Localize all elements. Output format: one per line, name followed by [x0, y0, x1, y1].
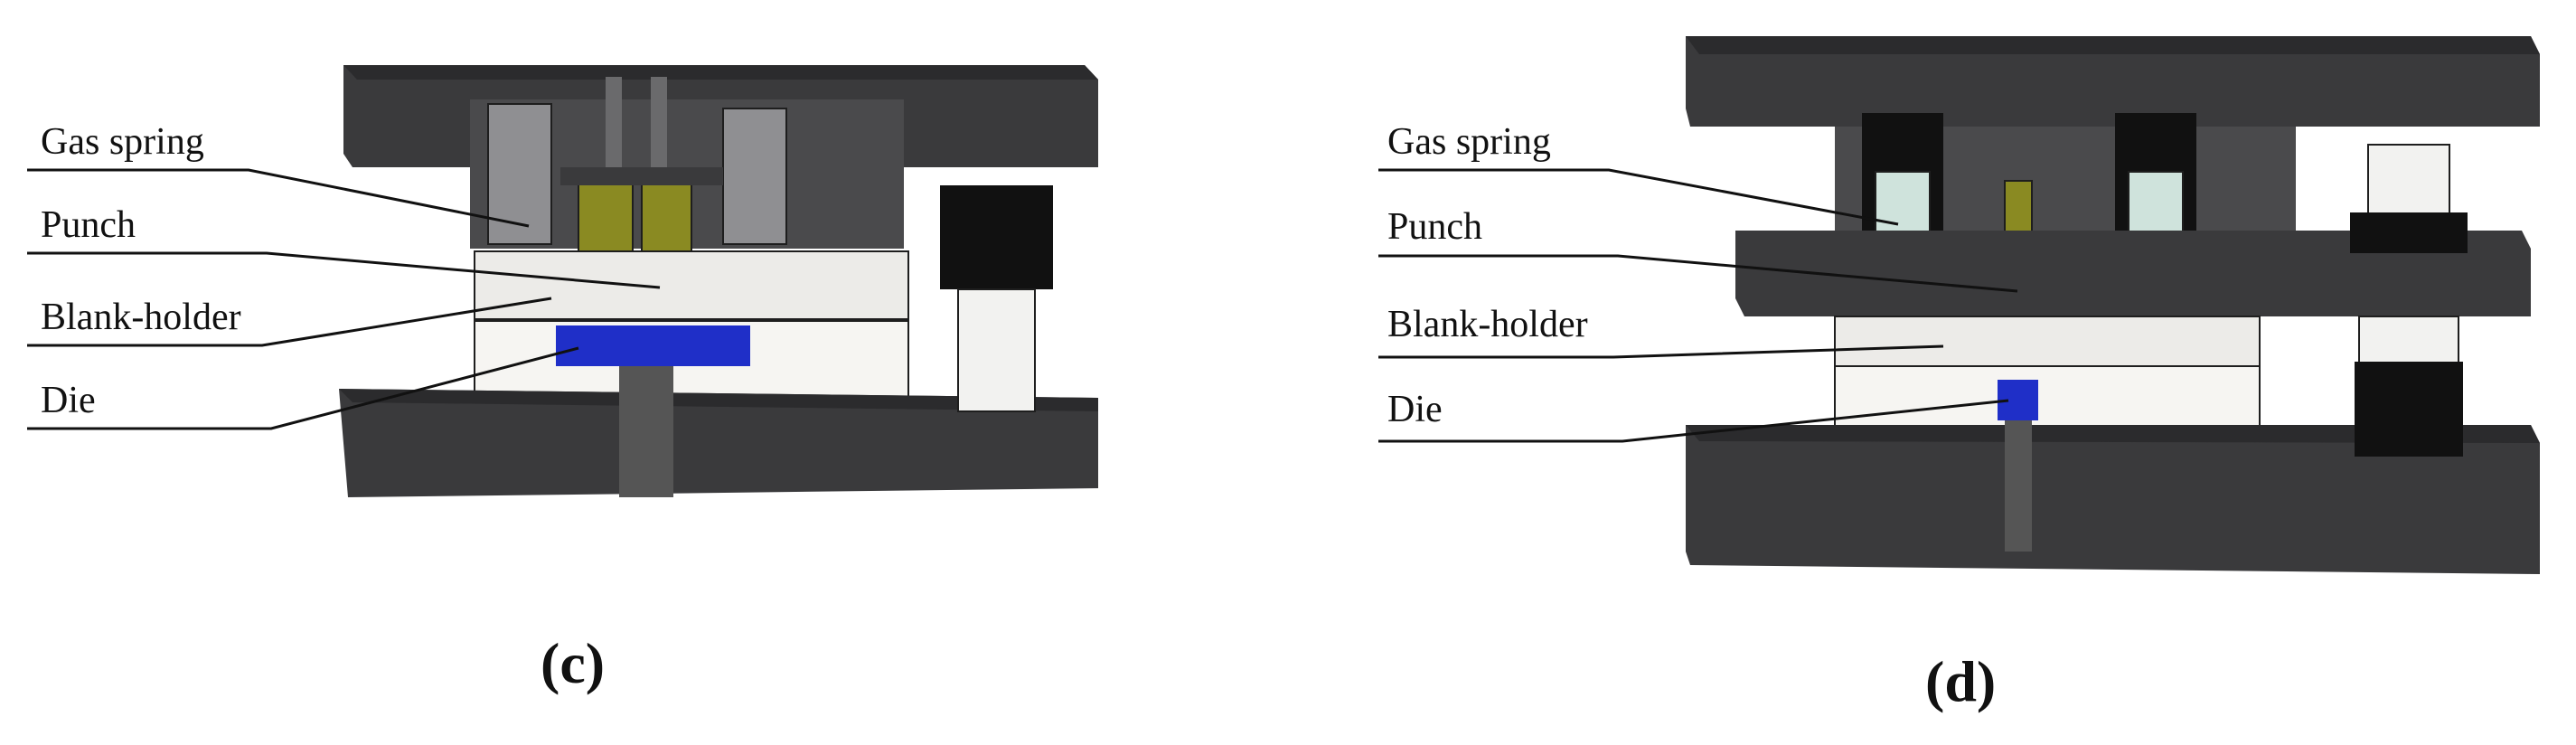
punch-rod-left [606, 77, 622, 185]
lower-die-plate-d-top [1686, 425, 2540, 443]
leader-gas-spring-d [1378, 168, 1899, 226]
caption-d: (d) [1925, 649, 1996, 713]
leader-gas-spring-c [27, 168, 530, 228]
lower-die-plate-d [1686, 425, 2540, 574]
label-die-d: Die [1387, 389, 1443, 430]
label-punch-d: Punch [1387, 206, 1482, 248]
label-gas-spring-d: Gas spring [1387, 121, 1551, 163]
upper-die-plate-d-top [1686, 36, 2540, 54]
label-blank-holder-d: Blank-holder [1387, 304, 1588, 345]
label-punch-c: Punch [41, 204, 136, 246]
panel-c-die-set-drawing [339, 65, 1098, 497]
panel-d-die-set-drawing [1686, 36, 2540, 574]
punch-rod-right [651, 77, 667, 185]
ejection-slot-d [2005, 420, 2032, 552]
label-die-c: Die [41, 380, 96, 421]
label-gas-spring-c: Gas spring [41, 121, 204, 163]
leader-punch-c [27, 251, 661, 289]
gas-spring-right [722, 108, 787, 245]
panel-c: Gas spring Punch Blank-holder Die (c) [27, 65, 1098, 695]
blank-holder [474, 250, 909, 320]
blank-holder-d [1834, 316, 2261, 367]
caption-c: (c) [541, 631, 605, 695]
leader-blank-holder-c [27, 297, 552, 347]
middle-plate-d [1735, 231, 2531, 316]
lower-die-plate-top [339, 389, 1098, 411]
ejection-slot [619, 366, 673, 497]
guide-post [957, 288, 1036, 412]
leader-die-d [1378, 399, 2009, 443]
guide-bushing [940, 185, 1053, 289]
lower-die-plate [339, 389, 1098, 497]
upper-die-plate-d [1686, 36, 2540, 127]
panel-d: Gas spring Punch Blank-holder Die (d) [1378, 36, 2540, 713]
guide-bushing-upper-d [2350, 212, 2468, 253]
guide-bushing-lower-d [2355, 362, 2463, 457]
punch-clamp [560, 167, 723, 185]
upper-die-plate-top [343, 65, 1098, 80]
leader-die-c [27, 346, 579, 430]
die [556, 325, 750, 366]
leader-blank-holder-d [1378, 344, 1944, 359]
label-blank-holder-c: Blank-holder [41, 297, 241, 338]
leader-punch-d [1378, 254, 2018, 293]
